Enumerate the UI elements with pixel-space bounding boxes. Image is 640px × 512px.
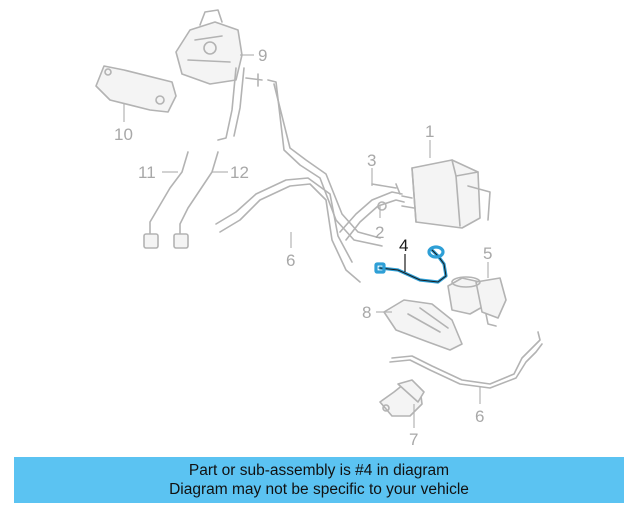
banner-line-disclaimer: Diagram may not be specific to your vehi…	[169, 481, 469, 498]
part-4-hose	[374, 245, 448, 284]
callout-6-upper: 6	[286, 251, 295, 270]
part-12-sensor	[173, 151, 219, 249]
info-banner: Part or sub-assembly is #4 in diagram Di…	[14, 457, 624, 503]
part-9-assembly	[175, 9, 263, 141]
callout-3: 3	[367, 151, 376, 170]
callout-7: 7	[409, 430, 418, 449]
callout-lines	[123, 54, 489, 428]
callout-5: 5	[483, 244, 492, 263]
callout-1: 1	[425, 122, 434, 141]
callout-6-lower: 6	[475, 407, 484, 426]
part-3-line	[371, 183, 401, 195]
part-2-fitting	[377, 201, 387, 211]
callout-12: 12	[230, 163, 249, 182]
part-6-line-lower	[389, 331, 543, 389]
callout-2: 2	[375, 223, 384, 242]
banner-line-part: Part or sub-assembly is #4 in diagram	[188, 462, 450, 479]
callout-labels: 1 2 3 4 5 6 6 7 8 9 10 11 12	[114, 46, 492, 449]
callout-9: 9	[258, 46, 267, 65]
part-1-reservoir	[401, 159, 491, 229]
part-10-bracket	[95, 65, 177, 113]
parts-diagram: 1 2 3 4 5 6 6 7 8 9 10 11 12	[95, 9, 543, 449]
part-7-mount	[379, 379, 425, 417]
callout-8: 8	[362, 303, 371, 322]
callout-4: 4	[399, 236, 408, 255]
part-5-valve	[447, 276, 507, 327]
callout-11: 11	[138, 163, 156, 182]
callout-10: 10	[114, 125, 133, 144]
part-8-shield	[383, 299, 463, 351]
part-11-sensor	[143, 151, 189, 249]
